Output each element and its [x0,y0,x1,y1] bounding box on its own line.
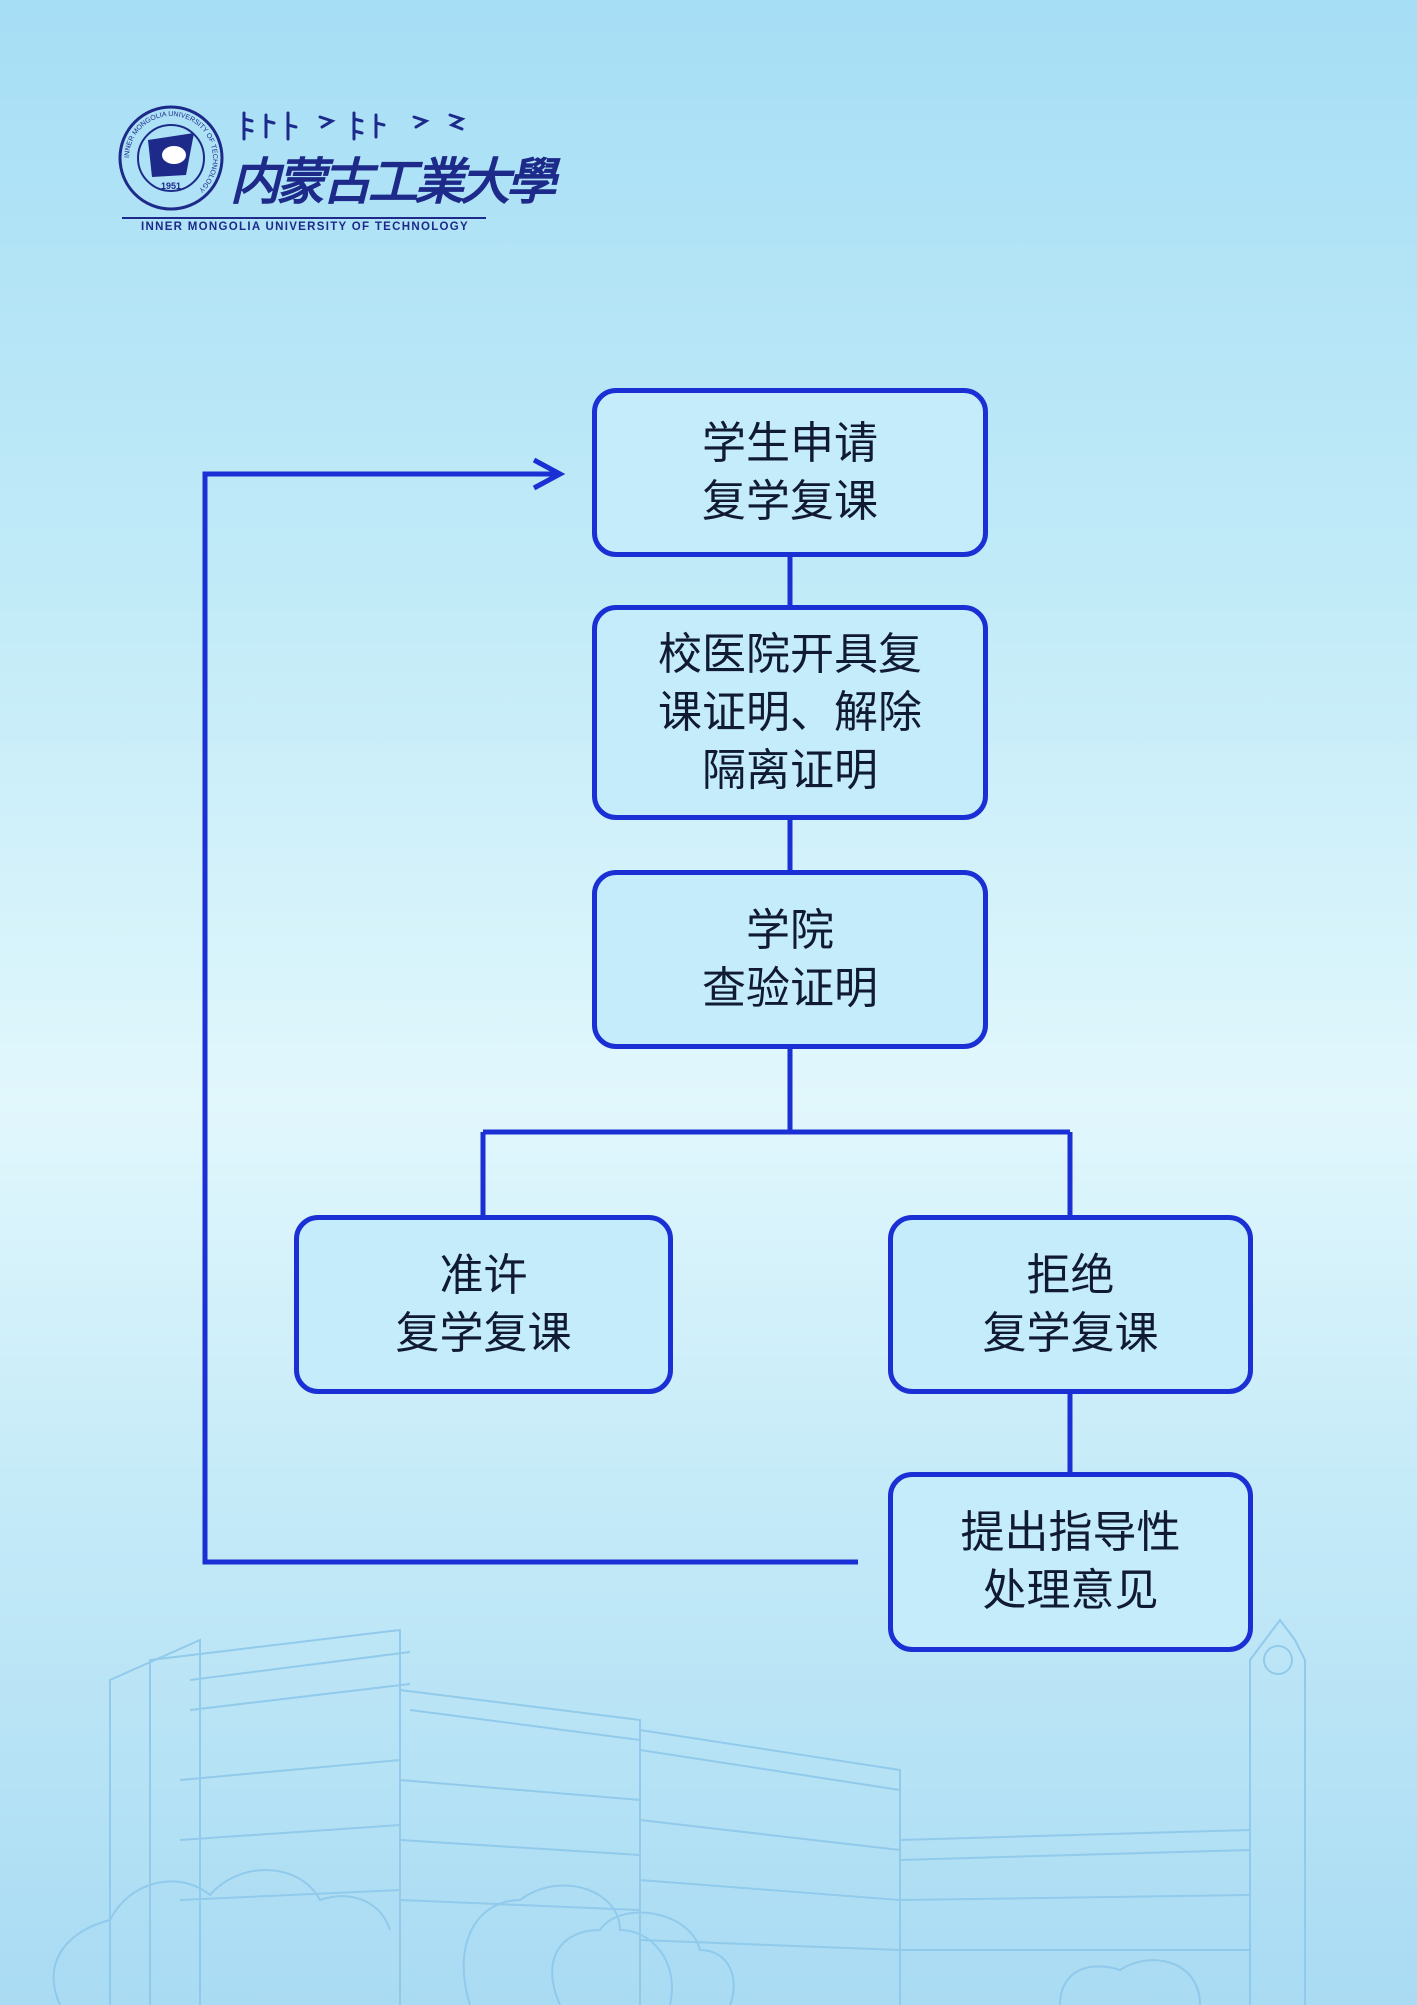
outcome-approve-line-1: 准许 [439,1249,528,1301]
step-guidance-opinion-line-1: 提出指导性 [960,1507,1181,1558]
loop-back-line [202,471,858,1565]
seal-year: 1951 [161,181,181,191]
step-student-apply-line-1: 学生申请 [702,417,878,469]
step-hospital-certificate-line-3: 隔离证明 [702,744,878,796]
connector-college-split [480,1049,1073,1215]
step-hospital-certificate-line-2: 课证明、解除 [658,686,922,738]
step-guidance-opinion: 提出指导性 处理意见 [888,1472,1253,1652]
step-hospital-certificate-line-1: 校医院开具复 [658,628,922,680]
university-seal-icon: INNER MONGOLIA UNIVERSITY OF TECHNOLOGY … [118,105,224,211]
outcome-reject: 拒绝 复学复课 [888,1215,1253,1394]
mongolian-script-mark [242,111,466,141]
step-college-verify: 学院 查验证明 [592,870,988,1049]
campus-buildings-illustration [52,1618,1306,2005]
outcome-approve-line-2: 复学复课 [395,1307,572,1359]
step-college-verify-line-1: 学院 [746,904,834,956]
outcome-approve: 准许 复学复课 [294,1215,673,1394]
step-student-apply: 学生申请 复学复课 [592,388,988,557]
step-guidance-opinion-line-2: 处理意见 [982,1565,1159,1616]
loop-back-arrowhead-icon [532,457,566,491]
university-english-name: INNER MONGOLIA UNIVERSITY OF TECHNOLOGY [141,221,469,233]
step-student-apply-line-2: 复学复课 [702,475,878,527]
step-hospital-certificate: 校医院开具复 课证明、解除 隔离证明 [592,605,988,820]
step-college-verify-line-2: 查验证明 [702,962,878,1014]
outcome-reject-line-1: 拒绝 [1026,1249,1115,1301]
logo-divider [122,217,486,219]
outcome-reject-line-2: 复学复课 [982,1307,1159,1359]
